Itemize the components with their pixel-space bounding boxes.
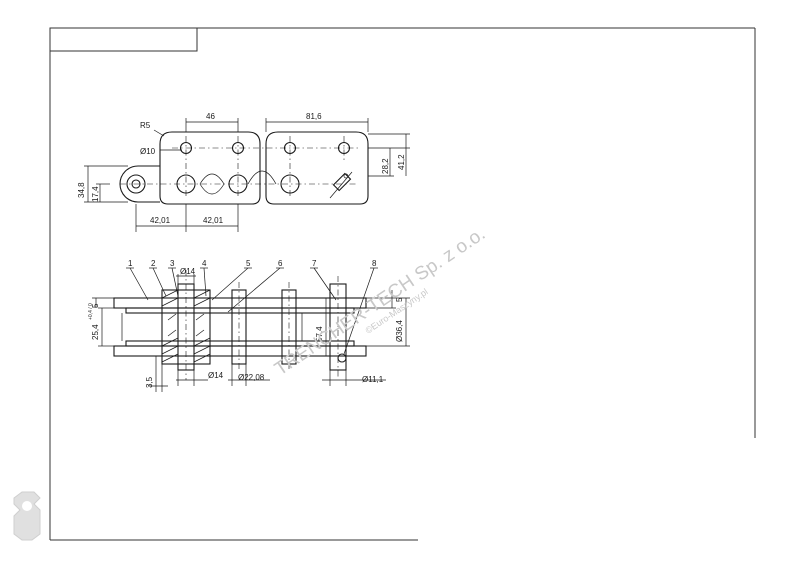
dim-r5: R5 bbox=[140, 121, 151, 130]
dim-36-4: Ø36,4 bbox=[395, 320, 404, 342]
dim-height-17-4: 17,4 bbox=[91, 186, 100, 202]
dim-width-42-01-right: 42,01 bbox=[203, 216, 224, 225]
callout-5: 5 bbox=[246, 259, 251, 268]
dim-length-81-6: 81,6 bbox=[306, 112, 322, 121]
callout-4: 4 bbox=[202, 259, 207, 268]
dim-d22-08: Ø22,08 bbox=[238, 373, 265, 382]
watermark: TRENCHER-TECH Sp. z o.o. ©Euro-Maszyny.p… bbox=[271, 223, 489, 380]
callout-6: 6 bbox=[278, 259, 283, 268]
cotter-pin-end-icon bbox=[337, 353, 347, 363]
dim-57-4: 57,4 bbox=[315, 326, 324, 342]
dim-height-41-2: 41,2 bbox=[397, 154, 406, 170]
callout-3: 3 bbox=[170, 259, 175, 268]
dim-pitch-46: 46 bbox=[206, 112, 215, 121]
side-view: 1 2 3 4 5 6 7 8 Ø14 25,4 +0,4 / 0 5 3,5 … bbox=[88, 259, 410, 392]
dim-5-left: 5 bbox=[91, 303, 100, 308]
watermark-company: TRENCHER-TECH Sp. z o.o. bbox=[271, 223, 489, 380]
dim-height-34-8: 34,8 bbox=[77, 182, 86, 198]
dim-d14-bottom: Ø14 bbox=[208, 371, 224, 380]
cotter-pin-icon bbox=[329, 171, 353, 199]
callout-8: 8 bbox=[372, 259, 377, 268]
watermark-logo-icon bbox=[13, 491, 41, 541]
title-tab bbox=[49, 27, 198, 52]
dim-width-42-01-left: 42,01 bbox=[150, 216, 171, 225]
callout-2: 2 bbox=[151, 259, 156, 268]
dim-3-5: 3,5 bbox=[145, 376, 154, 388]
dim-25-4-tolerance: +0,4 / 0 bbox=[88, 303, 94, 320]
callout-7: 7 bbox=[312, 259, 317, 268]
dim-5-right: 5 bbox=[395, 297, 404, 302]
dim-height-28-2: 28,2 bbox=[381, 158, 390, 174]
top-view: R5 Ø10 46 81,6 34,8 17,4 28,2 41,2 42,01… bbox=[77, 112, 410, 232]
dim-d14-top: Ø14 bbox=[180, 267, 196, 276]
dim-d10: Ø10 bbox=[140, 147, 156, 156]
dim-25-4: 25,4 bbox=[91, 324, 100, 340]
drawing-frame bbox=[49, 27, 756, 541]
callout-1: 1 bbox=[128, 259, 133, 268]
dim-d11-1: Ø11,1 bbox=[362, 375, 384, 384]
